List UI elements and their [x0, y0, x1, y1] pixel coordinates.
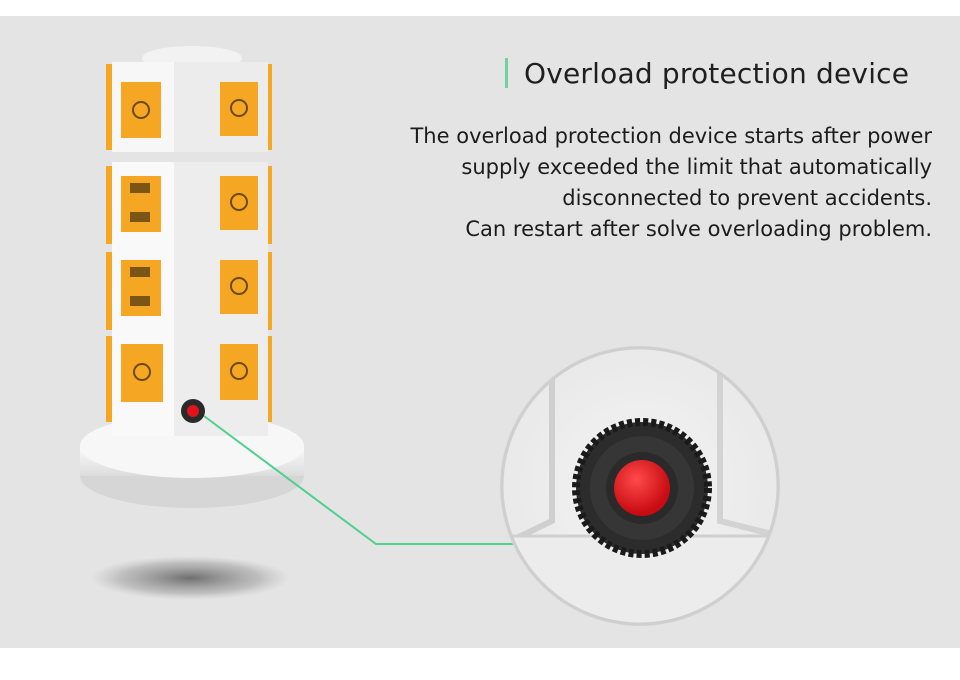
- overload-button-small: [181, 399, 205, 423]
- reset-button-red: [614, 460, 670, 516]
- zoom-circle: [500, 346, 780, 626]
- accent-bar: [505, 58, 508, 88]
- callout-line: [203, 415, 572, 545]
- description-line-2: supply exceeded the limit that automatic…: [461, 155, 932, 179]
- description: The overload protection device starts af…: [292, 121, 932, 245]
- product-panel: Overload protection device The overload …: [0, 16, 960, 648]
- heading: Overload protection device: [505, 56, 909, 90]
- tower-module-2: [106, 162, 272, 248]
- tower-module-4: [106, 334, 272, 436]
- description-line-3: disconnected to prevent accidents.: [562, 186, 932, 210]
- page-title: Overload protection device: [524, 56, 910, 90]
- tower-module-3: [106, 248, 272, 334]
- tower-body: [106, 46, 272, 436]
- description-line-4: Can restart after solve overloading prob…: [465, 217, 932, 241]
- product-illustration: [80, 46, 780, 626]
- description-line-1: The overload protection device starts af…: [410, 124, 932, 148]
- floor-shadow: [90, 556, 290, 600]
- tower-module-1: [106, 62, 272, 152]
